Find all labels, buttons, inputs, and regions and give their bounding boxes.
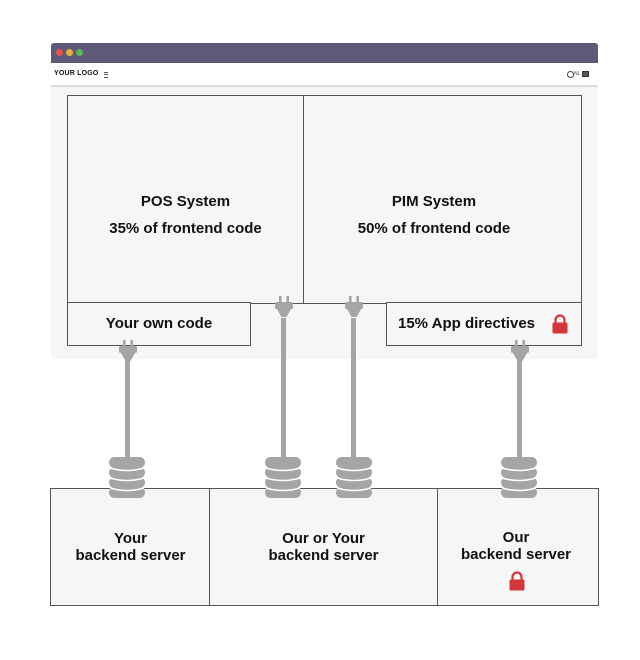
pim-system-box: PIM System 50% of frontend code — [303, 95, 582, 304]
logo[interactable]: YOUR LOGO — [54, 70, 99, 77]
cart-icon[interactable] — [582, 71, 589, 77]
our-backend-line2: backend server — [460, 546, 572, 563]
your-backend-box: Your backend server — [50, 488, 211, 606]
connector-wire-own-code — [125, 360, 130, 460]
database-icon — [265, 457, 301, 498]
app-directives-label: 15% App directives — [398, 315, 535, 332]
language-code[interactable]: NL — [574, 71, 581, 77]
close-window-icon[interactable] — [56, 49, 63, 56]
shared-backend-box: Our or Your backend server — [209, 488, 438, 606]
database-icon — [109, 457, 145, 498]
pos-system-box: POS System 35% of frontend code — [67, 95, 304, 304]
our-backend-box: Our backend server — [437, 488, 599, 606]
plug-icon — [275, 296, 293, 317]
plug-icon — [119, 340, 137, 361]
app-directives-box: 15% App directives — [386, 302, 582, 346]
pim-frontend-share: 50% of frontend code — [357, 220, 511, 237]
our-backend-line1: Our — [502, 529, 530, 546]
shared-backend-line2: backend server — [268, 547, 379, 564]
connector-wire-pim — [351, 318, 356, 460]
own-code-box: Your own code — [67, 302, 251, 346]
maximize-window-icon[interactable] — [76, 49, 83, 56]
padlock-icon — [552, 314, 568, 334]
plug-icon — [511, 340, 529, 361]
plug-icon — [345, 296, 363, 317]
pim-system-title: PIM System — [391, 193, 477, 210]
your-backend-line2: backend server — [75, 547, 186, 564]
connector-wire-app-directives — [517, 360, 522, 460]
pos-system-title: POS System — [140, 193, 231, 210]
your-backend-line1: Your — [113, 530, 148, 547]
title-bar — [51, 43, 598, 63]
connector-wire-pos — [281, 318, 286, 460]
shared-backend-line1: Our or Your — [282, 530, 365, 547]
padlock-icon — [509, 571, 525, 591]
pos-frontend-share: 35% of frontend code — [109, 220, 262, 237]
own-code-label: Your own code — [105, 315, 213, 332]
hamburger-icon[interactable] — [104, 72, 108, 78]
minimize-window-icon[interactable] — [66, 49, 73, 56]
database-icon — [501, 457, 537, 498]
database-icon — [336, 457, 372, 498]
globe-icon[interactable] — [567, 71, 574, 78]
nav-bar: YOUR LOGO NL — [51, 63, 598, 87]
